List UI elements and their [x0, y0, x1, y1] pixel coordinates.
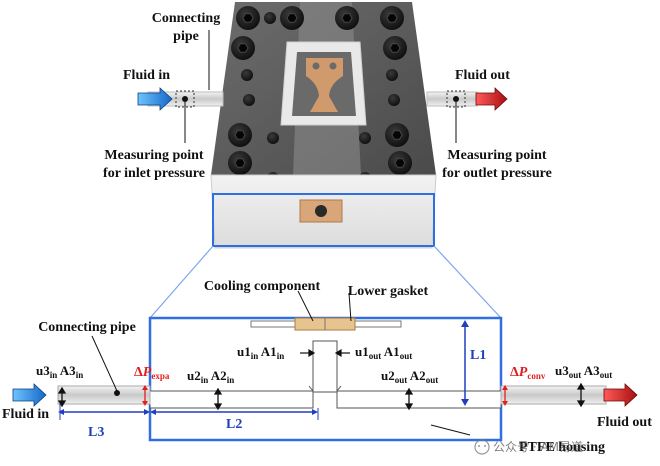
label-u2-out: u2out A2out [381, 368, 438, 385]
watermark-text: 公众号 · AM易道 [493, 440, 583, 454]
fluid-out-label-bottom: Fluid out [597, 415, 652, 430]
bolt-small [264, 12, 276, 24]
lower-gasket-label: Lower gasket [348, 284, 429, 299]
cooling-component-label: Cooling component [204, 279, 321, 294]
height-arrows [57, 382, 586, 411]
label-delta-p-conv: ΔPconv [510, 365, 546, 381]
bolt-small [388, 94, 400, 106]
bolt-small [243, 94, 255, 106]
bolt-small [241, 69, 253, 81]
projection-line-left [149, 245, 214, 319]
watermark: 公众号 · AM易道 [474, 439, 583, 455]
outlet-measuring-label-line2: for outlet pressure [442, 166, 552, 181]
dim-label-L2: L2 [226, 417, 242, 432]
device-3d-model [210, 2, 437, 249]
outlet-measuring-point [453, 96, 459, 102]
label-u3-in: u3in A3in [36, 363, 83, 380]
connecting-pipe-label-bottom: Connecting pipe [38, 320, 136, 335]
label-delta-p-expa: ΔPexpa [134, 365, 170, 381]
inlet-measuring-label-line2: for inlet pressure [103, 166, 205, 181]
fluid-in-arrow-bottom [12, 383, 47, 407]
connecting-pipe-label-line2: pipe [173, 29, 199, 44]
bolt-small [386, 69, 398, 81]
label-u2-in: u2in A2in [187, 368, 234, 385]
outlet-measuring-label-line1: Measuring point [447, 148, 547, 163]
projection-line-right [433, 245, 502, 319]
connecting-pipe-label-line1: Connecting [152, 11, 220, 26]
copper-channel [306, 58, 343, 112]
fluid-out-arrow-top [475, 87, 508, 111]
outlet-pipe-section [500, 385, 607, 405]
delta-p-arrows [142, 385, 508, 406]
inlet-measuring-label-line1: Measuring point [104, 148, 204, 163]
section-outline [212, 193, 435, 247]
dim-label-L1: L1 [470, 348, 486, 363]
bolt-small [359, 132, 371, 144]
label-u1-out: u1out A1out [355, 344, 412, 361]
fluid-in-label-bottom: Fluid in [2, 407, 49, 422]
bolt-small [267, 132, 279, 144]
dim-label-L3: L3 [88, 425, 104, 440]
wechat-icon [474, 439, 490, 455]
bolt-group [228, 6, 412, 184]
label-u1-in: u1in A1in [237, 344, 284, 361]
fluid-out-arrow-bottom [603, 383, 638, 407]
inlet-measuring-point [182, 96, 188, 102]
channel-width-arrows [300, 348, 350, 358]
outlet-pipe [426, 91, 478, 107]
inlet-pipe-section [57, 385, 151, 405]
fluid-in-label-top: Fluid in [123, 68, 170, 83]
ptfe-housing-label: PTFE housing [519, 440, 605, 455]
label-u3-out: u3out A3out [555, 363, 612, 380]
fluid-out-label-top: Fluid out [455, 68, 510, 83]
fluid-in-arrow-top [137, 87, 173, 111]
dimension-lines [58, 320, 469, 420]
